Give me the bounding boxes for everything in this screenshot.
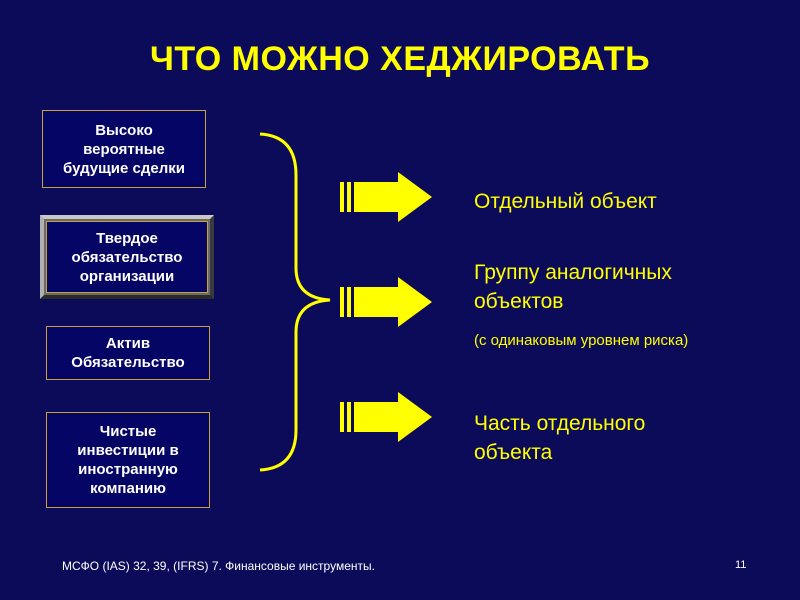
page-number: 11	[735, 559, 747, 571]
hedged-object-single: Отдельный объект	[474, 190, 657, 213]
curly-brace	[259, 132, 331, 472]
hedged-item-label: Высоко вероятные будущие сделки	[63, 121, 185, 177]
hedged-item-label: Актив Обязательство	[71, 335, 185, 371]
hedged-item-firm-commitment-inner: Твердое обязательство организации	[46, 221, 208, 293]
hedged-item-label: Чистые инвестиции в иностранную компанию	[77, 423, 179, 497]
hedged-item-net-investment: Чистые инвестиции в иностранную компанию	[46, 412, 210, 508]
footer-source: МСФО (IAS) 32, 39, (IFRS) 7. Финансовые …	[62, 559, 375, 573]
hedged-object-group-note: (с одинаковым уровнем риска)	[474, 332, 689, 349]
arrow-to-part-of-object	[340, 392, 432, 442]
hedged-item-asset-liability: Актив Обязательство	[46, 326, 210, 380]
hedged-item-label: Твердое обязательство организации	[71, 229, 183, 285]
arrow-to-group-of-objects	[340, 277, 432, 327]
slide-title: ЧТО МОЖНО ХЕДЖИРОВАТЬ	[149, 40, 651, 78]
hedged-item-forecast-transactions: Высоко вероятные будущие сделки	[42, 110, 206, 188]
hedged-object-part: Часть отдельного объекта	[474, 412, 646, 464]
hedged-item-firm-commitment: Твердое обязательство организации	[40, 215, 214, 299]
hedged-object-group: Группу аналогичных объектов	[474, 261, 672, 313]
arrow-to-single-object	[340, 172, 432, 222]
